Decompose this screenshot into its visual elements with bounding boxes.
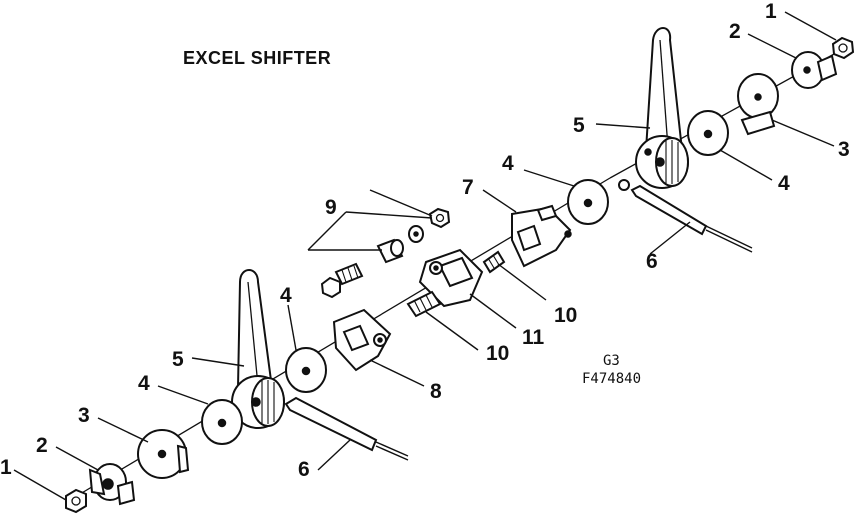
diagram-title: EXCEL SHIFTER [183,48,331,68]
label-part-2-bottom: 2 [36,434,48,457]
part-2-wing-washer-top [791,51,838,89]
label-part-10-a: 10 [554,304,577,327]
part-4-washer-bottom [201,399,243,445]
part-1-nut-bottom [65,488,87,514]
part-10-adjust-screw-lower [406,290,442,318]
part-9-hardware-washer [408,225,424,243]
part-1-nut-top [831,36,855,60]
part-11-clamp [418,248,484,308]
label-part-10-b: 10 [486,342,509,365]
part-4-washer-top [687,110,729,156]
label-part-1-bottom: 1 [0,456,12,479]
part-5-shift-lever-bottom [231,269,285,429]
part-9-hardware-screw [320,262,364,299]
part-4-washer-upper-mid [567,179,609,225]
label-part-2-top: 2 [729,20,741,43]
part-3-indexing-plate-bottom [137,429,190,479]
label-part-11: 11 [522,326,545,349]
part-8-bracket [332,308,392,372]
part-2-wing-washer-bottom [88,463,136,506]
part-3-indexing-plate-top [737,73,779,136]
label-part-8: 8 [430,380,442,403]
label-part-4-mid: 4 [280,284,292,307]
label-part-3-bottom: 3 [78,404,90,427]
label-part-5-bottom: 5 [172,348,184,371]
label-part-4-top-a: 4 [778,172,790,195]
label-part-4-top-b: 4 [502,152,514,175]
part-7-bracket [511,204,572,268]
label-part-9: 9 [325,196,337,219]
part-4-washer-lower-mid [285,347,327,393]
part-5-shift-lever-top [635,27,689,189]
label-part-1-top: 1 [765,0,777,23]
figure-code-line-2: F474840 [582,371,641,387]
label-part-6-bottom: 6 [298,458,310,481]
part-9-hardware-spacer [376,238,404,264]
part-6-cable-top [618,179,753,253]
leader-lines [13,11,837,501]
label-part-6-top: 6 [646,250,658,273]
part-6-cable-bottom [284,396,409,461]
part-9-hardware-nut [428,207,451,229]
label-part-4-bottom: 4 [138,372,150,395]
part-10-adjust-screw-upper [482,250,506,274]
label-part-3-top: 3 [838,138,850,161]
label-part-7: 7 [462,176,474,199]
label-part-5-top: 5 [573,114,585,137]
figure-code-line-1: G3 [603,353,620,369]
